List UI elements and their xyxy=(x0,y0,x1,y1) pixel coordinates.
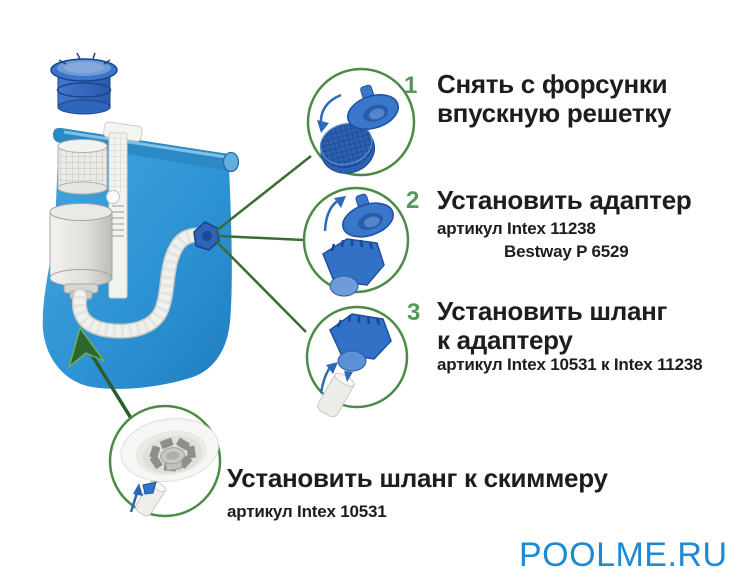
step-1-title-line1: Снять с форсунки xyxy=(437,69,668,99)
callout-skimmer xyxy=(108,404,222,518)
wall-adapter-icon xyxy=(193,221,220,251)
step-2-article-intex: артикул Intex 11238 xyxy=(437,219,596,238)
callout-1 xyxy=(306,67,416,177)
inlet-grille-icon xyxy=(317,84,399,174)
step-3-article: артикул Intex 10531 к Intex 11238 xyxy=(437,355,703,374)
step-1-number: 1 xyxy=(404,72,418,99)
step-3-title-line1: Установить шланг xyxy=(437,296,668,326)
skimmer-basket-icon xyxy=(57,139,108,195)
hose-icon xyxy=(71,227,204,339)
skimmer-underside-icon xyxy=(120,418,219,517)
final-step-article: артикул Intex 10531 xyxy=(227,502,387,521)
step-2-number: 2 xyxy=(406,187,420,214)
hose-to-adapter-icon xyxy=(317,313,392,418)
step-3-title: Установить шланг к адаптеру xyxy=(437,297,667,355)
step-2-title: Установить адаптер xyxy=(437,185,692,215)
skimmer-bracket-icon xyxy=(103,121,143,299)
skimmer-lid-icon xyxy=(50,52,118,115)
step-3-title-line2: к адаптеру xyxy=(437,325,573,355)
final-step-title: Установить шланг к скиммеру xyxy=(227,463,608,493)
watermark-poolme: POOLME.RU xyxy=(519,536,728,574)
step-1-title-line2: впускную решетку xyxy=(437,98,672,128)
callout-3 xyxy=(305,305,409,418)
step-3-number: 3 xyxy=(407,299,421,326)
skimmer-body-icon xyxy=(49,203,113,300)
step-2-article-bestway: Bestway P 6529 xyxy=(504,242,629,261)
callout-2 xyxy=(302,186,410,297)
adapter-icon xyxy=(322,193,394,297)
connector-lines xyxy=(215,155,312,333)
step-1-title: Снять с форсунки впускную решетку xyxy=(437,70,671,128)
